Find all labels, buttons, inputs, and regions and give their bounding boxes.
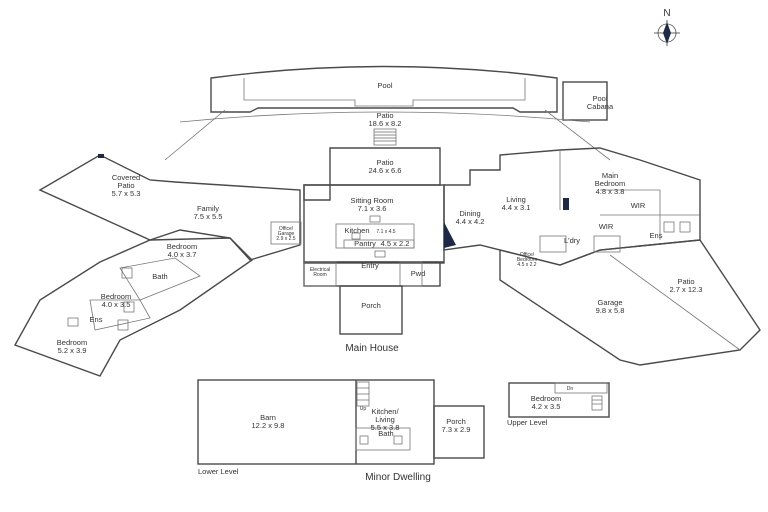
compass-north-label: N — [663, 8, 670, 19]
bedroom2-label: Bedroom — [101, 292, 131, 301]
bedroom3-dims: 5.2 x 3.9 — [58, 346, 87, 355]
wir-lower-label: WIR — [599, 222, 614, 231]
upper-bedroom-dims: 4.2 x 3.5 — [532, 402, 561, 411]
dining-label: Dining — [459, 209, 480, 218]
garage-label: Garage — [597, 298, 622, 307]
pool-area: Pool Pool Cabana Patio 18.6 x 8.2 — [164, 65, 614, 161]
sitting-room-label: Sitting Room — [351, 196, 394, 205]
lower-level-label: Lower Level — [198, 467, 239, 476]
minor-dwelling-upper: Dn Bedroom 4.2 x 3.5 Upper Level — [507, 382, 610, 427]
electrical-room-label: Electrical — [310, 267, 330, 273]
office-garage-dims: 2.9 x 2.5 — [276, 236, 295, 242]
patio-right-dims: 2.7 x 12.3 — [670, 285, 703, 294]
kitchen-living-dims: 5.5 x 3.8 — [371, 423, 400, 432]
covered-patio-label: Covered — [112, 173, 140, 182]
office-bedroom-label: Office/ — [520, 252, 535, 258]
pantry-dims: 4.5 x 2.2 — [381, 239, 410, 248]
wir-upper-label: WIR — [631, 201, 646, 210]
kitchen-label: Kitchen — [344, 226, 369, 235]
kitchen-living-label-2: Living — [375, 415, 395, 424]
patio-center-dims: 24.6 x 6.6 — [369, 166, 402, 175]
ens-left-label: Ens — [90, 315, 103, 324]
patio-right-label: Patio — [677, 277, 694, 286]
patio-main-dims: 18.6 x 8.2 — [369, 119, 402, 128]
minor-dwelling-title: Minor Dwelling — [365, 472, 431, 483]
sitting-room-dims: 7.1 x 3.6 — [358, 204, 387, 213]
family-dims: 7.5 x 5.5 — [194, 212, 223, 221]
barn-dims: 12.2 x 9.8 — [252, 421, 285, 430]
family-label: Family — [197, 204, 219, 213]
upper-bedroom-label: Bedroom — [531, 394, 561, 403]
minor-porch-dims: 7.3 x 2.9 — [442, 425, 471, 434]
living-dims: 4.4 x 3.1 — [502, 203, 531, 212]
upper-dn-label: Dn — [567, 386, 574, 392]
electrical-room-label-2: Room — [313, 272, 326, 278]
main-house-labels: Covered Patio 5.7 x 5.3 Patio 24.6 x 6.6… — [57, 158, 703, 355]
ens-right-label: Ens — [650, 231, 663, 240]
laundry-label: L'dry — [564, 236, 580, 245]
pool-cabana-label: Pool — [592, 94, 607, 103]
bedroom1-label: Bedroom — [167, 242, 197, 251]
covered-patio-dims: 5.7 x 5.3 — [112, 189, 141, 198]
dining-dims: 4.4 x 4.2 — [456, 217, 485, 226]
barn-label: Barn — [260, 413, 276, 422]
main-bedroom-dims: 4.8 x 3.8 — [596, 187, 625, 196]
covered-patio-label-2: Patio — [117, 181, 134, 190]
garage-dims: 9.8 x 5.8 — [596, 306, 625, 315]
bath-label: Bath — [152, 272, 167, 281]
stairs-icon — [373, 128, 397, 146]
patio-main-label: Patio — [376, 111, 393, 120]
minor-porch-label: Porch — [446, 417, 466, 426]
pantry-label: Pantry — [354, 239, 376, 248]
compass-icon: N — [654, 8, 680, 46]
bedroom2-dims: 4.0 x 3.5 — [102, 300, 131, 309]
office-garage-label-2: Garage — [278, 231, 295, 237]
main-house-title: Main House — [345, 343, 399, 354]
patio-center-label: Patio — [376, 158, 393, 167]
kitchen-dims: 7.1 x 4.5 — [376, 229, 395, 235]
living-label: Living — [506, 195, 526, 204]
pool-label: Pool — [377, 81, 392, 90]
kitchen-living-label: Kitchen/ — [371, 407, 399, 416]
minor-dwelling-lower: Barn 12.2 x 9.8 Kitchen/ Living 5.5 x 3.… — [197, 379, 485, 483]
minor-bath-label: Bath — [378, 429, 393, 438]
minor-up-label: Up — [360, 406, 367, 412]
office-garage-label: Office/ — [279, 226, 294, 232]
main-house-walls — [13, 147, 761, 377]
pool-cabana-label-2: Cabana — [587, 102, 614, 111]
main-bedroom-label: Main — [602, 171, 618, 180]
pwd-label: Pwd — [411, 269, 426, 278]
office-bedroom-label-2: Bedroom — [517, 257, 537, 263]
porch-label: Porch — [361, 301, 381, 310]
entry-label: Entry — [361, 261, 379, 270]
upper-level-label: Upper Level — [507, 418, 548, 427]
bedroom3-label: Bedroom — [57, 338, 87, 347]
office-bedroom-dims: 4.5 x 2.2 — [517, 262, 536, 268]
main-bedroom-label-2: Bedroom — [595, 179, 625, 188]
bedroom1-dims: 4.0 x 3.7 — [168, 250, 197, 259]
